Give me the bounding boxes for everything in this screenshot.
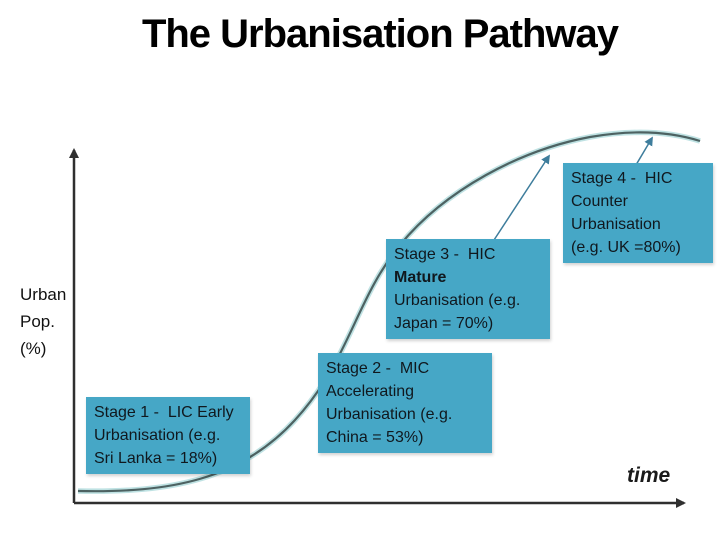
stage-3-line-mature: Mature: [394, 269, 447, 286]
x-axis-label: time: [627, 464, 671, 487]
stage3-connector-arrow: [493, 154, 550, 241]
stage-3-box: Stage 3 - HIC Mature Urbanisation (e.g. …: [386, 239, 550, 339]
stage-3-line: Urbanisation (e.g.: [394, 292, 521, 309]
stage-1-line: Sri Lanka = 18%): [94, 450, 218, 467]
stage-4-line: Counter: [571, 193, 628, 210]
stage-4-box: Stage 4 - HIC Counter Urbanisation (e.g.…: [563, 163, 713, 263]
stage-1-box: Stage 1 - LIC Early Urbanisation (e.g. S…: [86, 397, 250, 474]
y-axis-label-line: Urban: [20, 285, 67, 304]
stage-1-line: Urbanisation (e.g.: [94, 427, 221, 444]
stage-3-line: Stage 3 - HIC: [394, 246, 496, 263]
stage-4-line: Stage 4 - HIC: [571, 170, 673, 187]
stage-4-line: (e.g. UK =80%): [571, 239, 681, 256]
stage-2-line: Accelerating: [326, 383, 415, 400]
stage-2-line: Urbanisation (e.g.: [326, 406, 453, 423]
stage-3-line: Japan = 70%): [394, 315, 494, 332]
stage-2-box: Stage 2 - MIC Accelerating Urbanisation …: [318, 353, 492, 453]
y-axis-label: Urban Pop. (%): [20, 281, 66, 362]
stage-4-line: Urbanisation: [571, 216, 661, 233]
stage-2-line: Stage 2 - MIC: [326, 360, 430, 377]
stage-2-line: China = 53%): [326, 429, 424, 446]
page-title: The Urbanisation Pathway: [141, 12, 619, 56]
stage-1-line: Stage 1 - LIC Early: [94, 404, 234, 421]
y-axis-label-line: Pop.: [20, 312, 55, 331]
y-axis-label-line: (%): [20, 339, 47, 358]
